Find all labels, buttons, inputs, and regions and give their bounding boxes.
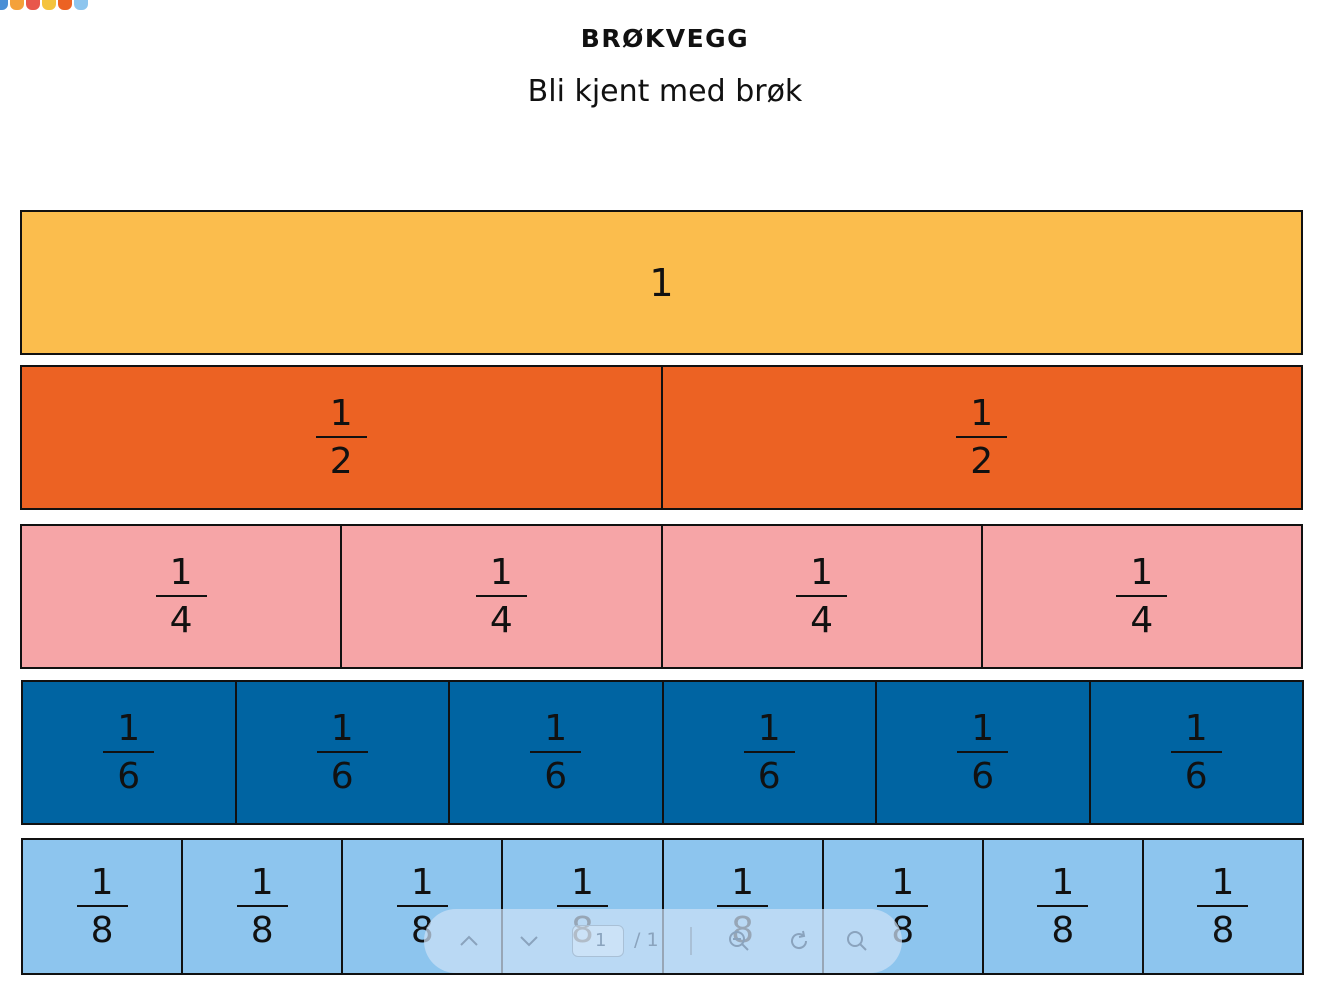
chevron-down-icon[interactable] — [516, 928, 542, 954]
denominator: 6 — [330, 755, 354, 797]
numerator: 1 — [76, 864, 128, 907]
numerator: 1 — [1170, 710, 1222, 753]
numerator: 1 — [103, 710, 155, 753]
numerator: 1 — [396, 864, 448, 907]
fraction-cell-whole: 1 — [22, 212, 1301, 353]
numerator: 1 — [957, 710, 1009, 753]
denominator: 6 — [971, 755, 995, 797]
fraction-row-whole: 1 — [20, 210, 1303, 355]
denominator: 6 — [544, 755, 568, 797]
denominator: 2 — [970, 440, 994, 482]
numerator: 1 — [530, 710, 582, 753]
numerator: 1 — [796, 554, 848, 597]
page-subtitle: Bli kjent med brøk — [527, 74, 803, 109]
denominator: 4 — [169, 599, 193, 641]
numerator: 1 — [475, 554, 527, 597]
numerator: 1 — [743, 710, 795, 753]
pdf-viewer-toolbar: 1 / 1 — [424, 909, 902, 973]
toolbar-divider — [690, 927, 692, 955]
page-title: BRØKVEGG — [580, 24, 750, 53]
numerator: 1 — [1037, 864, 1089, 907]
page-number-input[interactable]: 1 — [572, 925, 624, 957]
numerator: 1 — [556, 864, 608, 907]
whole-label: 1 — [649, 260, 674, 305]
denominator: 8 — [250, 909, 274, 951]
zoom-out-icon[interactable] — [726, 928, 752, 954]
denominator: 4 — [1130, 599, 1154, 641]
numerator: 1 — [1116, 554, 1168, 597]
chevron-up-icon[interactable] — [456, 928, 482, 954]
numerator: 1 — [1197, 864, 1249, 907]
denominator: 8 — [1211, 909, 1235, 951]
denominator: 6 — [1184, 755, 1208, 797]
denominator: 2 — [329, 440, 353, 482]
numerator: 1 — [717, 864, 769, 907]
denominator: 4 — [489, 599, 513, 641]
denominator: 4 — [810, 599, 834, 641]
numerator: 1 — [315, 395, 367, 438]
numerator: 1 — [956, 395, 1008, 438]
denominator: 8 — [1051, 909, 1075, 951]
denominator: 6 — [117, 755, 141, 797]
rotate-icon[interactable] — [786, 928, 812, 954]
denominator: 8 — [90, 909, 114, 951]
numerator: 1 — [155, 554, 207, 597]
search-icon[interactable] — [844, 928, 870, 954]
brand-logo — [0, 0, 88, 10]
numerator: 1 — [316, 710, 368, 753]
page-total: / 1 — [634, 929, 659, 951]
numerator: 1 — [236, 864, 288, 907]
numerator: 1 — [877, 864, 929, 907]
denominator: 6 — [757, 755, 781, 797]
